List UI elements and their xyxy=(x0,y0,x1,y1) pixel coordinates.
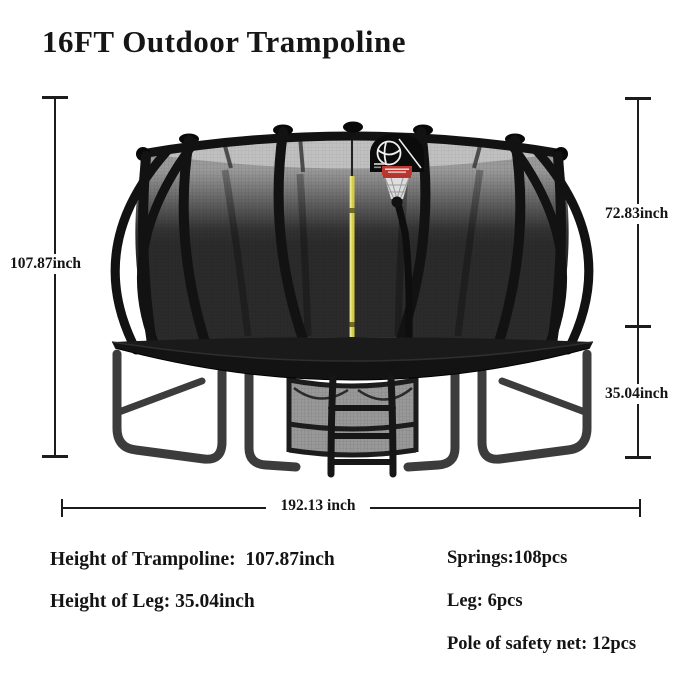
jumping-mat xyxy=(112,337,593,361)
w-shaped-legs xyxy=(112,349,592,472)
spec-springs: Springs:108pcs xyxy=(447,548,568,568)
enclosure-top-rim xyxy=(136,121,568,161)
hoop-net xyxy=(384,177,410,200)
hoop-pole xyxy=(393,196,413,344)
hoop-red-label xyxy=(382,166,412,175)
total-height-label: 107.87inch xyxy=(6,254,86,274)
basketball-hoop xyxy=(370,133,424,344)
leg-height-label: 35.04inch xyxy=(601,384,673,404)
bag-pockets xyxy=(293,387,413,401)
shoe-storage-bag xyxy=(286,374,419,458)
net-height-label: 72.83inch xyxy=(601,204,673,224)
spec-legs: Leg: 6pcs xyxy=(447,591,523,611)
width-label: 192.13 inch xyxy=(266,496,370,516)
hoop-rim xyxy=(383,174,411,178)
spec-height-of-leg: Height of Leg: 35.04inch xyxy=(50,591,255,612)
spec-height-of-trampoline: Height of Trampoline: 107.87inch xyxy=(50,549,335,570)
basketball-graphic xyxy=(376,138,422,169)
page-title: 16FT Outdoor Trampoline xyxy=(42,24,407,59)
frame-pad xyxy=(111,341,594,381)
spec-safety-net-poles: Pole of safety net: 12pcs xyxy=(447,634,637,654)
ladder xyxy=(327,374,397,478)
yellow-center-pole xyxy=(349,176,355,361)
